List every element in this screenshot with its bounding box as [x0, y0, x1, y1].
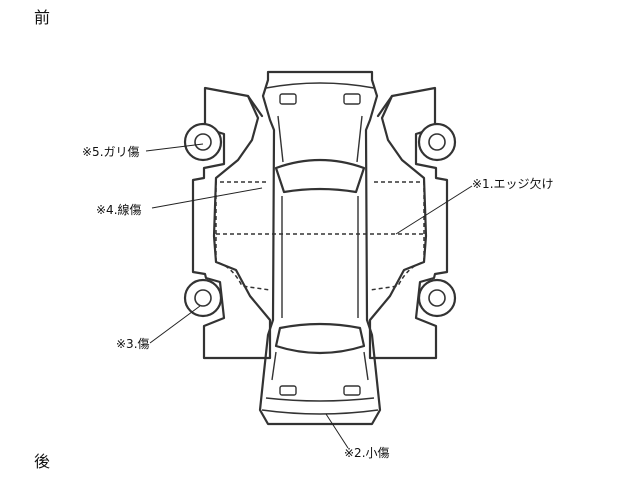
left-side-panel — [191, 86, 272, 360]
leader-edge-chip — [395, 185, 473, 235]
hood-line-right — [356, 115, 363, 163]
leader-line-scratch — [151, 187, 263, 209]
left-door-dashed — [215, 181, 271, 291]
front-windshield — [274, 158, 366, 194]
label-line-scratch: ※4.線傷 — [96, 203, 142, 217]
rear-right-taillight — [343, 385, 361, 396]
hood-line-left — [277, 115, 284, 163]
rear-left-taillight — [279, 385, 297, 396]
leader-small-scratch — [325, 413, 349, 449]
right-side-window-edge — [376, 94, 394, 118]
rear-bumper-line — [265, 397, 375, 402]
rear-label: 後 — [34, 452, 51, 471]
rear-right-wheel — [417, 278, 457, 318]
car-top-body — [258, 70, 382, 426]
label-edge-chip: ※1.エッジ欠け — [472, 177, 554, 191]
front-right-wheel — [417, 122, 457, 162]
leader-scrape-scratch — [145, 143, 204, 152]
rear-bumper-lower — [261, 409, 379, 415]
right-door-dashed — [369, 181, 425, 291]
label-scrape-scratch: ※5.ガリ傷 — [82, 145, 140, 159]
front-bumper-line — [265, 82, 375, 89]
rear-windshield — [274, 322, 366, 355]
label-scratch: ※3.傷 — [116, 337, 150, 351]
left-side-window-edge — [246, 94, 264, 118]
trunk-line-right — [363, 351, 369, 381]
front-left-wheel — [183, 122, 223, 162]
label-small-scratch: ※2.小傷 — [344, 446, 390, 460]
trunk-line-left — [271, 351, 277, 381]
right-side-panel — [368, 86, 449, 360]
front-right-headlight — [343, 93, 361, 105]
front-label: 前 — [34, 8, 51, 27]
rear-left-wheel — [183, 278, 223, 318]
leader-scratch — [149, 305, 201, 344]
front-left-headlight — [279, 93, 297, 105]
